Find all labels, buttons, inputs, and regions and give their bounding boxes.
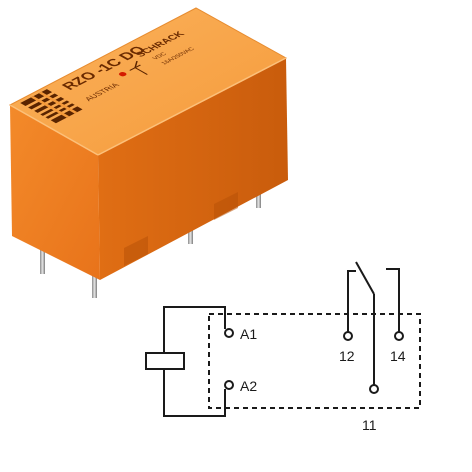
contact-nc-wire	[347, 270, 356, 332]
housing-outline	[208, 313, 421, 409]
indicator-dot	[118, 72, 127, 77]
label-a1: A1	[240, 326, 257, 342]
relay-body: RZO -1C DO AUSTRIA SCHRACK VDC 16A/250VA…	[8, 7, 288, 298]
relay-pin	[92, 260, 97, 298]
contact-armature	[355, 261, 375, 295]
coil-wire-top	[163, 306, 226, 353]
label-11: 11	[362, 417, 377, 433]
label-12: 12	[339, 348, 355, 364]
terminal-12-icon	[343, 331, 353, 341]
terminal-14-icon	[394, 331, 404, 341]
coil-wire-bottom	[163, 369, 226, 417]
relay-front-face	[10, 105, 100, 280]
brand-logo	[20, 89, 83, 124]
relay-schematic	[145, 261, 421, 417]
terminal-a1-icon	[224, 328, 234, 338]
relay-rating-vdc: VDC	[152, 52, 169, 61]
label-a2: A2	[240, 378, 257, 394]
terminal-11-icon	[369, 384, 379, 394]
relay-side-face	[98, 58, 288, 280]
schematic-labels: A1 A2 12 14 11	[240, 326, 406, 433]
terminal-a2-icon	[224, 380, 234, 390]
label-14: 14	[390, 348, 406, 364]
contact-no-wire	[386, 268, 400, 332]
relay-pin	[40, 244, 45, 274]
switch-symbol-icon	[129, 60, 148, 75]
coil-icon	[145, 352, 185, 370]
